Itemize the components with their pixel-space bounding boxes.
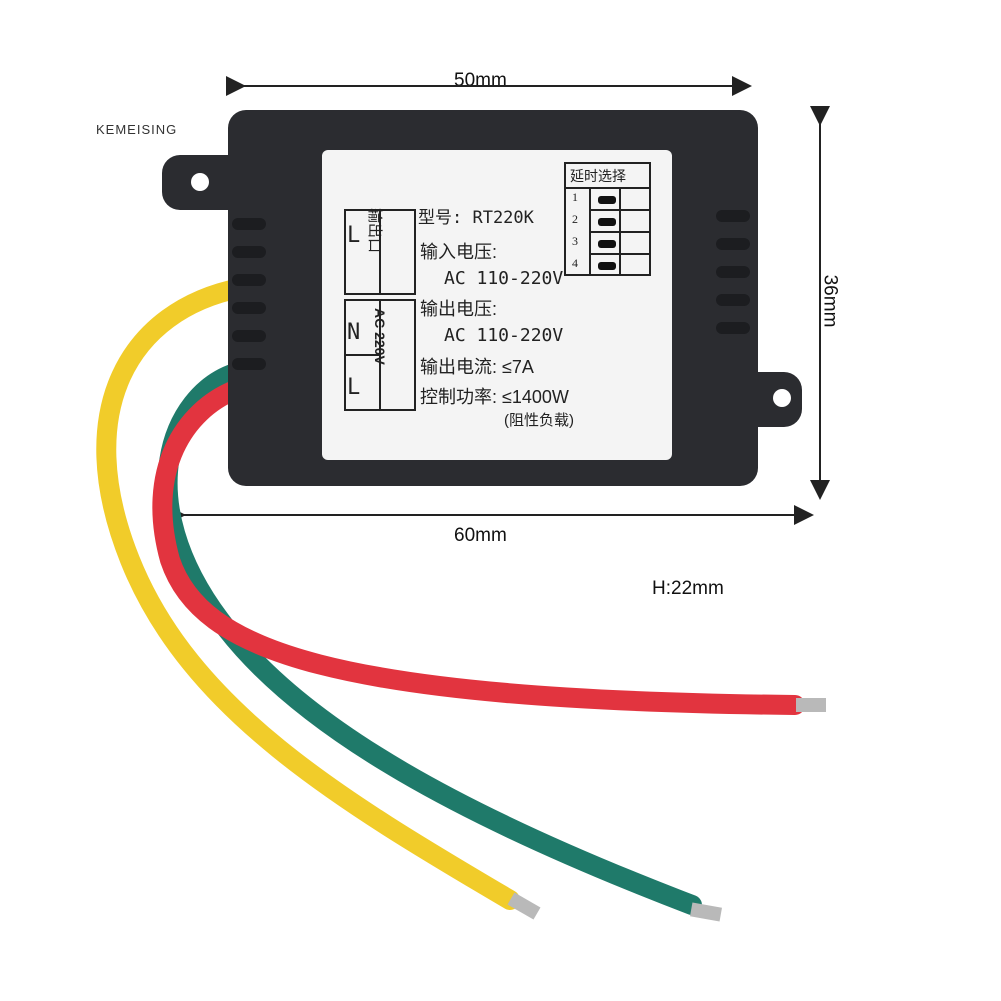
- housing-ribs-right: [716, 210, 750, 334]
- yellow-wire-tip: [507, 892, 541, 920]
- mounting-hole-left: [191, 173, 209, 191]
- product-label: [322, 150, 672, 460]
- delay-select-title: 延时选择: [570, 168, 626, 184]
- dimension-bottom: 60mm: [454, 525, 507, 546]
- input-port-N: N: [347, 320, 361, 345]
- output-voltage-title: 输出电压:: [420, 299, 498, 319]
- input-voltage-value: AC 110-220V: [444, 268, 564, 289]
- model-text: 型号: RT220K: [418, 208, 534, 228]
- output-current-text: 输出电流: ≤7A: [420, 357, 534, 377]
- label-text-layer: 型号: RT220K 输入电压: AC 110-220V 输出电压: AC 11…: [322, 150, 672, 460]
- input-port-ac-text: AC 220V: [372, 308, 388, 365]
- yellow-wire: [96, 278, 520, 910]
- dip-switch-markers: [598, 196, 616, 270]
- input-voltage-title: 输入电压:: [420, 242, 498, 262]
- control-power-text: 控制功率: ≤1400W: [420, 387, 569, 407]
- delay-option-1: 1: [572, 190, 578, 204]
- red-wire-tip: [796, 698, 826, 712]
- output-voltage-value: AC 110-220V: [444, 325, 564, 346]
- red-wire: [152, 380, 805, 715]
- output-port-L: L: [347, 223, 361, 248]
- output-port-text: 输出口: [366, 208, 383, 254]
- green-wire-tip: [690, 902, 722, 922]
- delay-option-2: 2: [572, 212, 578, 226]
- delay-select-table: [564, 162, 651, 276]
- input-port-L: L: [347, 375, 361, 400]
- housing-ribs-left: [232, 218, 266, 370]
- delay-option-3: 3: [572, 234, 578, 248]
- dimension-height: H:22mm: [652, 578, 724, 599]
- mounting-hole-right: [773, 389, 791, 407]
- load-note-text: (阻性负载): [504, 412, 574, 429]
- delay-option-4: 4: [572, 256, 578, 270]
- brand-text: KEMEISING: [96, 122, 178, 137]
